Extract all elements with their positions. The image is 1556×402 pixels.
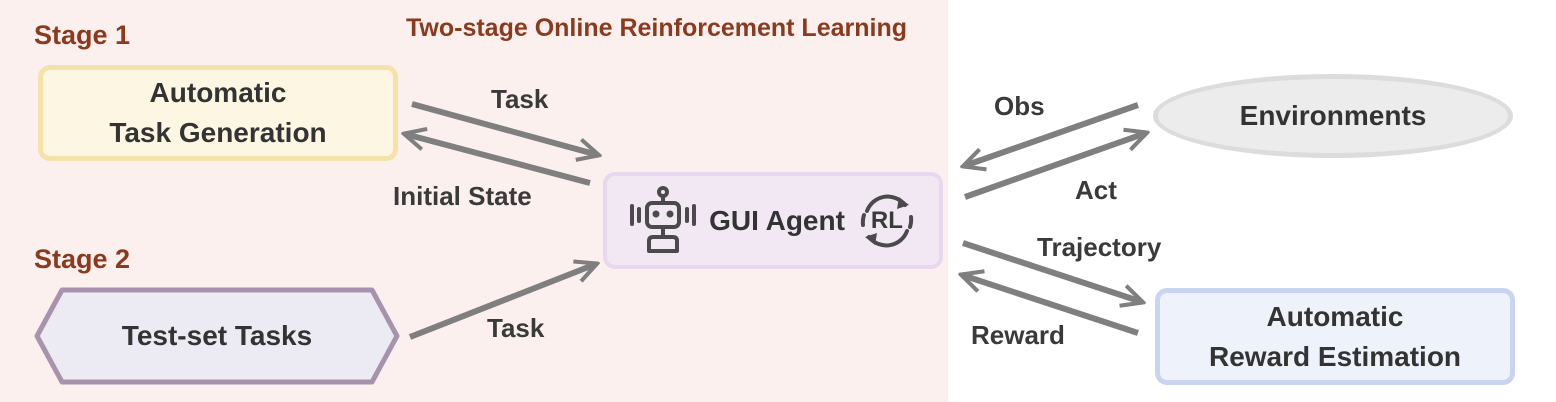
- edge-label-task-top: Task: [491, 84, 549, 114]
- environments-node: Environments: [1153, 74, 1513, 158]
- arrow-act: [963, 133, 1146, 200]
- task-generation-line-1: Automatic: [149, 77, 287, 108]
- arrow-task-to-agent: [411, 101, 598, 155]
- arrow-obs: [964, 102, 1139, 166]
- arrow-initial-state: [405, 134, 591, 186]
- edge-label-act: Act: [1075, 175, 1117, 205]
- task-generation-line-2: Task Generation: [109, 117, 327, 148]
- edge-label-task-bottom: Task: [487, 313, 545, 343]
- reward-estimation-line-2: Reward Estimation: [1208, 340, 1462, 372]
- automatic-reward-estimation-node: Automatic Reward Estimation: [1155, 288, 1515, 385]
- diagram-title: Two-stage Online Reinforcement Learning: [406, 14, 907, 42]
- edge-label-trajectory: Trajectory: [1037, 232, 1162, 262]
- reward-estimation-line-1: Automatic: [1266, 300, 1404, 332]
- automatic-task-generation-node: Automatic Task Generation: [38, 65, 398, 161]
- edge-label-obs: Obs: [994, 91, 1045, 121]
- test-set-tasks-label: Test-set Tasks: [121, 320, 313, 351]
- environments-label: Environments: [1239, 100, 1427, 131]
- stage-1-label: Stage 1: [34, 20, 131, 50]
- stage-2-label: Stage 2: [34, 244, 131, 274]
- edge-label-reward: Reward: [971, 320, 1065, 350]
- rl-badge-text: RL: [870, 206, 903, 234]
- arrow-test-task-to-agent: [408, 264, 596, 340]
- edge-label-initial-state: Initial State: [393, 181, 532, 211]
- rl-cycle-icon: RL: [855, 189, 919, 253]
- gui-agent-node: GUI Agent RL: [603, 172, 943, 269]
- gui-agent-label: GUI Agent: [709, 204, 845, 236]
- test-set-tasks-hexagon: [34, 287, 400, 385]
- robot-icon: [630, 185, 697, 253]
- arrow-reward: [962, 275, 1139, 336]
- arrow-trajectory: [962, 240, 1142, 302]
